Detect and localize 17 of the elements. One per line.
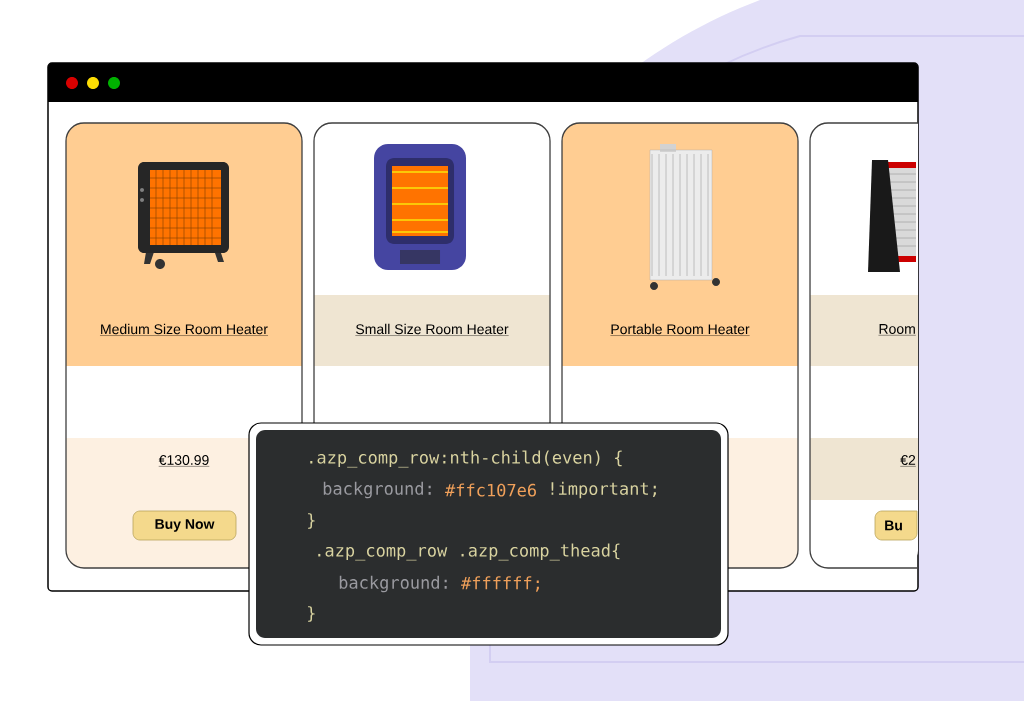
product-title-link: Portable Room Heater bbox=[610, 323, 750, 336]
code-text: .azp_comp_row:nth-child(even) { bbox=[310, 450, 622, 468]
buy-button: Buy Now bbox=[132, 510, 237, 541]
code-text: #ffffff; bbox=[461, 576, 539, 592]
code-text: !important; bbox=[551, 481, 656, 499]
code-text: #ffc107e6 bbox=[445, 483, 536, 497]
code-text: } bbox=[308, 606, 315, 622]
product-title-link: Room bbox=[878, 324, 916, 336]
code-text: .azp_comp_row .azp_comp_thead{ bbox=[318, 543, 620, 561]
product-title-link: Small Size Room Heater bbox=[355, 323, 509, 336]
code-text: background: bbox=[339, 575, 447, 593]
price-link: €130.99 bbox=[158, 455, 210, 467]
price-link: €2 bbox=[900, 455, 916, 467]
product-title-link: Medium Size Room Heater bbox=[99, 323, 269, 336]
buy-button: Bu bbox=[874, 510, 918, 541]
code-text: } bbox=[308, 513, 315, 529]
code-text: background: bbox=[323, 481, 431, 499]
